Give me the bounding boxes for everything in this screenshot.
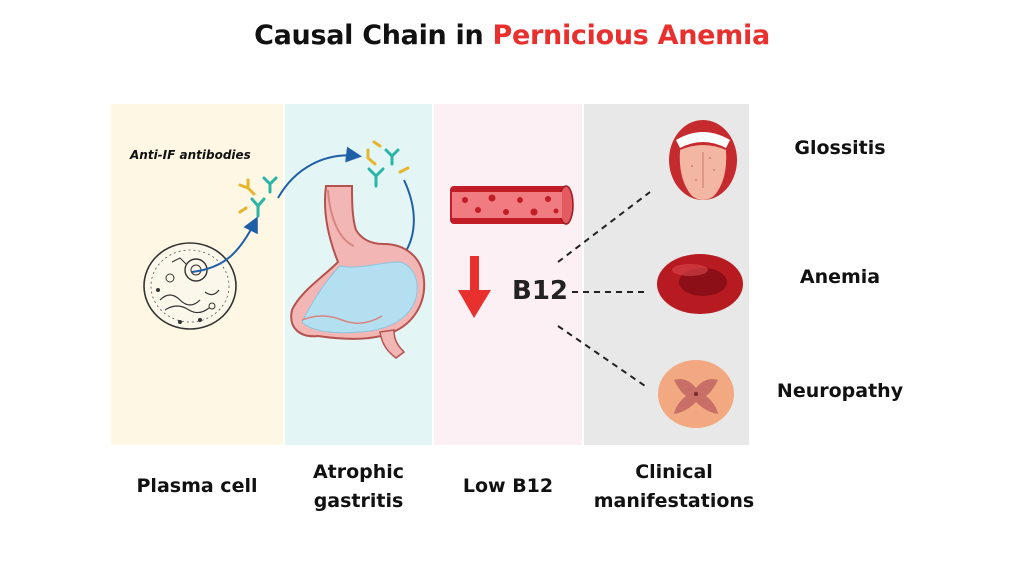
panel-label-clinical-manifestations: Clinical manifestations [593,461,755,512]
antibody-cluster-icon [366,140,410,188]
title-prefix: Causal Chain in [254,20,493,51]
panel-label-plasma-cell: Plasma cell [136,475,258,497]
diagram-title: Causal Chain in Pernicious Anemia [0,20,1024,51]
stomach-icon [290,185,426,359]
tongue-icon [669,120,737,200]
title-accent: Pernicious Anemia [492,20,771,51]
red-blood-cell-icon [657,254,743,314]
anti-if-antibodies-label: Anti-IF antibodies [130,148,251,162]
b12-label: B12 [512,276,568,306]
connector-neuropathy [557,325,649,389]
antibody-cluster-icon [238,176,278,218]
plasma-cell-icon [143,242,237,330]
spinal-cord-icon [658,360,734,428]
down-arrow-icon [458,256,491,318]
manifestation-glossitis: Glossitis [794,137,886,159]
panel-low-b12 [434,104,582,445]
manifestation-neuropathy: Neuropathy [776,380,904,402]
arrow-cell-to-antibody [191,216,258,273]
connector-glossitis [557,191,651,263]
panel-label-low-b12: Low B12 [462,475,554,497]
panel-label-atrophic-gastritis: Atrophic gastritis [312,461,405,512]
blood-vessel-icon [450,185,574,225]
arrow-antibody-to-stomach-top [277,146,362,199]
manifestation-anemia: Anemia [799,266,881,288]
